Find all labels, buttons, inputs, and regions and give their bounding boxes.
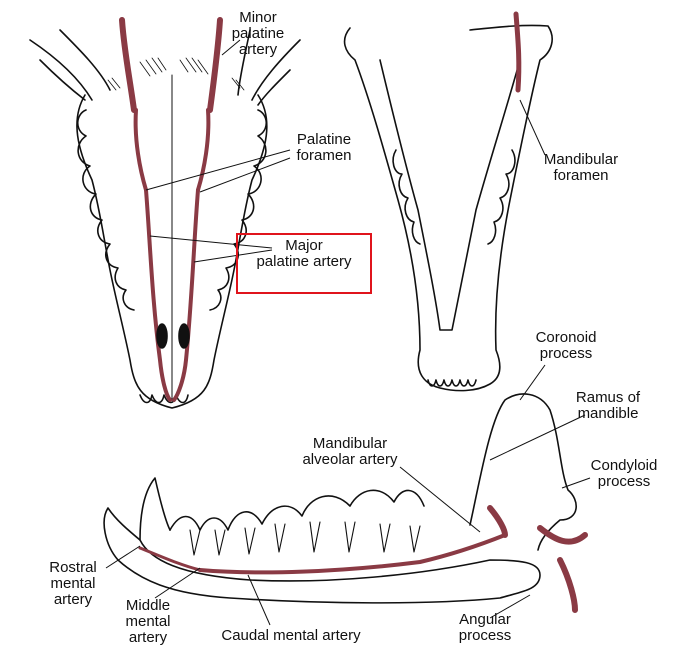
label-line: Condyloid	[582, 458, 666, 474]
label-line: Minor	[228, 10, 288, 26]
label-line: mandible	[568, 406, 648, 422]
label-condyloid-process: Condyloid process	[582, 458, 666, 490]
label-line: process	[526, 346, 606, 362]
leader-palatine-foramen-2	[200, 158, 290, 192]
label-line: artery	[40, 592, 106, 608]
label-line: mental	[40, 576, 106, 592]
hatching-left	[108, 58, 166, 90]
label-line: Coronoid	[526, 330, 606, 346]
label-line: Palatine	[284, 132, 364, 148]
label-line: palatine	[228, 26, 288, 42]
label-palatine-foramen: Palatine foramen	[284, 132, 364, 164]
canine-tooth	[140, 478, 170, 540]
tooth-roots	[190, 522, 420, 555]
left-minor-palatine-artery	[122, 20, 134, 110]
mandibular-artery-dorsal	[516, 14, 519, 90]
label-line: Caudal mental artery	[204, 628, 378, 644]
label-angular-process: Angular process	[448, 612, 522, 644]
label-line: Rostral	[40, 560, 106, 576]
left-teeth	[78, 110, 134, 310]
label-line: mental	[118, 614, 178, 630]
label-minor-palatine-artery: Minor palatine artery	[228, 10, 288, 58]
label-line: Mandibular	[290, 436, 410, 452]
label-line: Mandibular	[536, 152, 626, 168]
label-line: Angular	[448, 612, 522, 628]
label-line: process	[448, 628, 522, 644]
lateral-teeth	[170, 490, 424, 530]
label-mandibular-foramen: Mandibular foramen	[536, 152, 626, 184]
label-middle-mental-artery: Middle mental artery	[118, 598, 178, 646]
label-line: alveolar artery	[290, 452, 410, 468]
label-line: foramen	[536, 168, 626, 184]
leader-alveolar	[400, 467, 480, 532]
right-palatine-fissure	[179, 324, 189, 348]
leader-palatine-foramen-1	[146, 150, 290, 190]
mandible-lateral-view	[104, 394, 585, 610]
left-palatine-branch	[136, 110, 146, 190]
label-caudal-mental-artery: Caudal mental artery	[204, 628, 378, 644]
rostral-mental-vessel	[140, 548, 200, 570]
highlight-box	[236, 233, 372, 294]
label-line: artery	[228, 42, 288, 58]
palatine-arteries	[122, 20, 220, 110]
label-line: process	[582, 474, 666, 490]
left-skull-lines	[30, 30, 110, 100]
label-line: Middle	[118, 598, 178, 614]
label-line: Ramus of	[568, 390, 648, 406]
right-major-palatine-artery	[174, 190, 198, 400]
artery-trunk	[490, 508, 585, 610]
label-ramus-of-mandible: Ramus of mandible	[568, 390, 648, 422]
left-major-palatine-artery	[146, 190, 170, 400]
palate-view	[30, 20, 300, 408]
mandible-incisors	[428, 380, 476, 386]
label-rostral-mental-artery: Rostral mental artery	[40, 560, 106, 608]
left-palatine-fissure	[157, 324, 167, 348]
label-line: artery	[118, 630, 178, 646]
ramus-outline	[470, 394, 576, 550]
mandible-dorsal-view	[345, 14, 553, 391]
right-minor-palatine-artery	[210, 20, 220, 110]
right-palatine-branch	[198, 110, 208, 190]
label-mandibular-alveolar-artery: Mandibular alveolar artery	[290, 436, 410, 468]
leader-mandibular-foramen	[520, 100, 545, 155]
mandible-inner	[380, 60, 520, 330]
label-coronoid-process: Coronoid process	[526, 330, 606, 362]
label-line: foramen	[284, 148, 364, 164]
